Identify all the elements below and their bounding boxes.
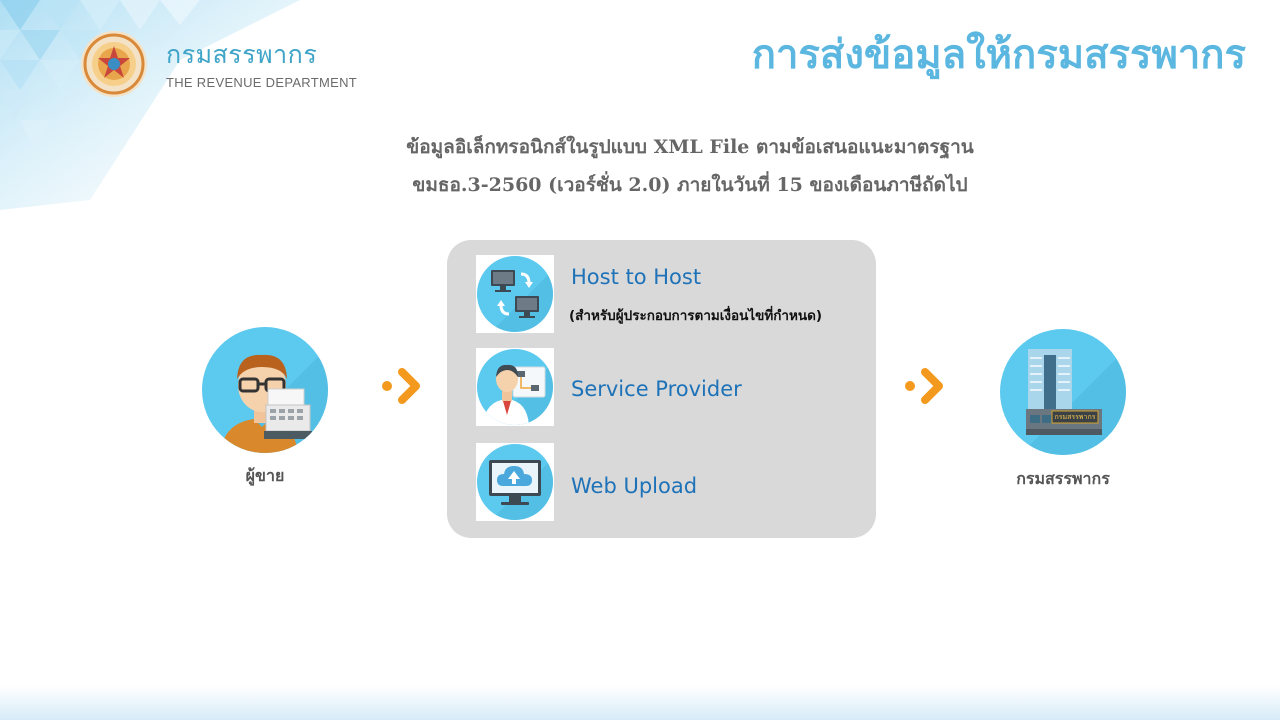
channel-host-to-host-note: (สำหรับผู้ประกอบการตามเงื่อนไขที่กำหนด) (569, 308, 823, 324)
page-title: การส่งข้อมูลให้กรมสรรพากร (751, 31, 1246, 78)
channel-service-provider-label: Service Provider (571, 377, 742, 401)
arrow-right-icon (905, 368, 943, 404)
channel-web-upload-label: Web Upload (571, 474, 698, 498)
building-sign (1051, 410, 1099, 424)
subtitle-line-1: ข้อมูลอิเล็กทรอนิกส์ในรูปแบบ XML File ตา… (406, 136, 974, 158)
seller-label: ผู้ขาย (245, 466, 285, 485)
revenue-department-label: กรมสรรพากร (1016, 469, 1110, 488)
service-provider-icon (476, 348, 554, 426)
cloud-upload-monitor-icon (476, 443, 554, 521)
triangle-pattern-decoration (0, 0, 300, 210)
arrow-right-icon (382, 368, 420, 404)
channel-host-to-host-label: Host to Host (571, 265, 702, 289)
bottom-gradient-band (0, 686, 1280, 720)
revenue-department-building-icon: กรมสรรพากร (1000, 329, 1126, 455)
subtitle: ข้อมูลอิเล็กทรอนิกส์ในรูปแบบ XML File ตา… (280, 128, 1100, 204)
seller-icon (202, 327, 328, 453)
building-sign-text: กรมสรรพากร (1054, 413, 1096, 421)
logo-name-english: THE REVENUE DEPARTMENT (166, 75, 358, 90)
subtitle-line-2: ขมธอ.3-2560 (เวอร์ชั่น 2.0) ภายในวันที่ … (412, 174, 968, 196)
revenue-department-emblem (81, 31, 147, 97)
submission-channels-panel: Host to Host (สำหรับผู้ประกอบการตามเงื่อ… (447, 240, 876, 538)
computers-sync-icon (476, 255, 554, 333)
logo-name-thai: กรมสรรพากร (166, 40, 318, 69)
